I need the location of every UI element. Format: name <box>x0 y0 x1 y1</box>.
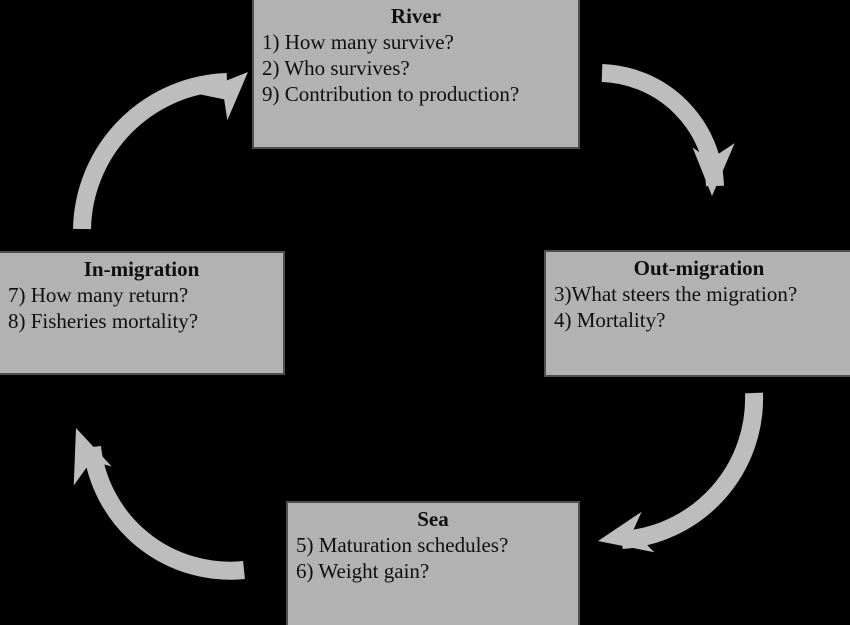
arrow-head <box>73 428 112 486</box>
arrow-head <box>692 143 735 196</box>
box-out-migration: Out-migration 3)What steers the migratio… <box>544 250 850 377</box>
arrow-head <box>194 72 248 121</box>
box-river-item-1: 1) How many survive? <box>262 30 454 54</box>
box-river-title: River <box>390 4 442 28</box>
box-in-migration-item-1: 7) How many return? <box>8 283 189 307</box>
box-river-item-3: 9) Contribution to production? <box>262 82 520 106</box>
arrow-arc <box>621 392 764 549</box>
arrow-head <box>598 511 655 553</box>
box-in-migration-title: In-migration <box>83 257 200 281</box>
box-out-migration-item-1: 3)What steers the migration? <box>554 282 798 306</box>
river-to-out-migration-arrow-icon <box>601 64 735 196</box>
box-river: River 1) How many survive? 2) Who surviv… <box>252 0 580 149</box>
box-in-migration: In-migration 7) How many return? 8) Fish… <box>0 251 285 375</box>
arrow-arc <box>73 73 228 230</box>
box-sea: Sea 5) Maturation schedules? 6) Weight g… <box>286 501 580 625</box>
box-river-item-2: 2) Who survives? <box>262 56 410 80</box>
arrow-arc <box>83 445 245 580</box>
box-sea-item-2: 6) Weight gain? <box>296 559 430 583</box>
box-out-migration-title: Out-migration <box>633 256 765 280</box>
out-migration-to-sea-arrow-icon <box>598 392 764 553</box>
box-sea-title: Sea <box>417 507 449 531</box>
sea-to-in-migration-arrow-icon <box>73 428 245 580</box>
arrow-arc <box>601 64 724 187</box>
box-out-migration-item-2: 4) Mortality? <box>554 308 666 332</box>
box-sea-item-1: 5) Maturation schedules? <box>296 533 509 557</box>
box-in-migration-item-2: 8) Fisheries mortality? <box>8 309 199 333</box>
in-migration-to-river-arrow-icon <box>73 72 248 230</box>
